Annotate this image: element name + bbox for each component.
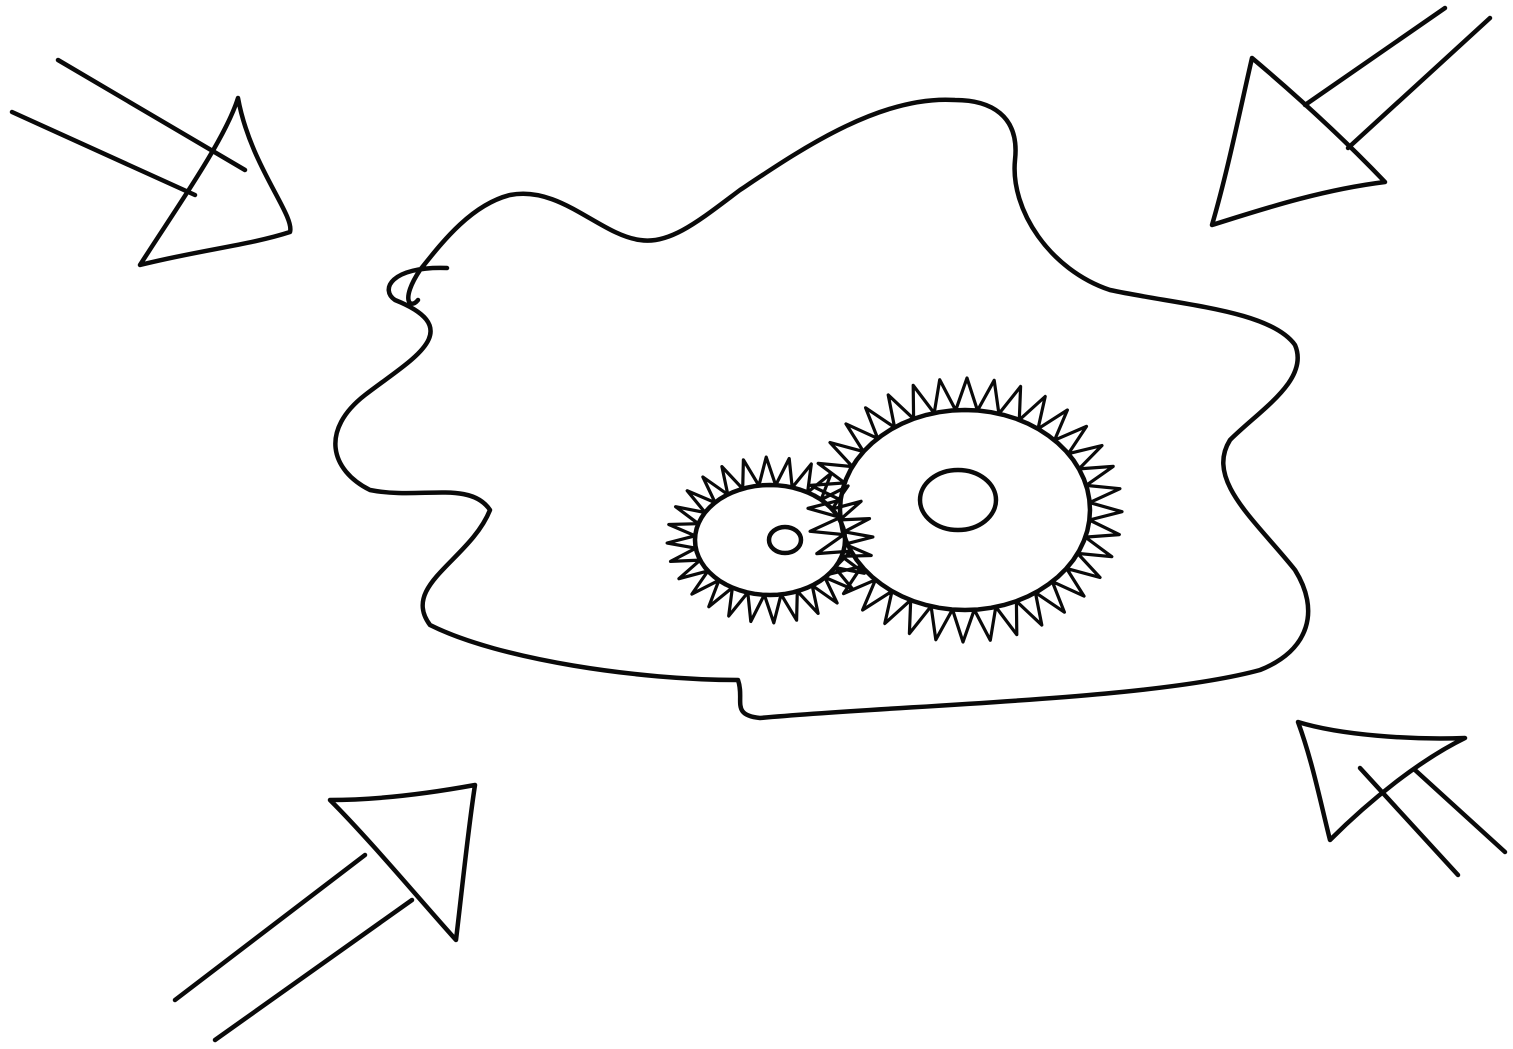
arrow-top-right	[1209, 5, 1493, 228]
small-gear-body	[692, 482, 848, 598]
arrow-bottom-right	[1295, 719, 1508, 878]
arrow-bottom-left	[172, 782, 478, 1043]
arrow-bottom-right-head	[1295, 719, 1468, 843]
arrow-bottom-left-shaft	[172, 852, 415, 1043]
arrow-bottom-left-head	[327, 782, 478, 943]
arrow-top-left	[9, 57, 293, 268]
arrow-top-right-head	[1209, 55, 1388, 228]
small-gear-hub	[766, 524, 804, 556]
large-gear-body	[837, 407, 1093, 613]
small-gear	[665, 455, 875, 625]
large-gear-hub	[917, 467, 999, 533]
arrow-top-right-shaft	[1302, 5, 1493, 151]
arrow-bottom-right-shaft	[1357, 765, 1508, 878]
arrow-top-left-head	[137, 95, 293, 268]
large-gear	[806, 376, 1124, 644]
cloud-outline	[333, 97, 1311, 721]
large-gear-teeth	[806, 376, 1124, 644]
arrow-top-left-shaft	[9, 57, 248, 198]
